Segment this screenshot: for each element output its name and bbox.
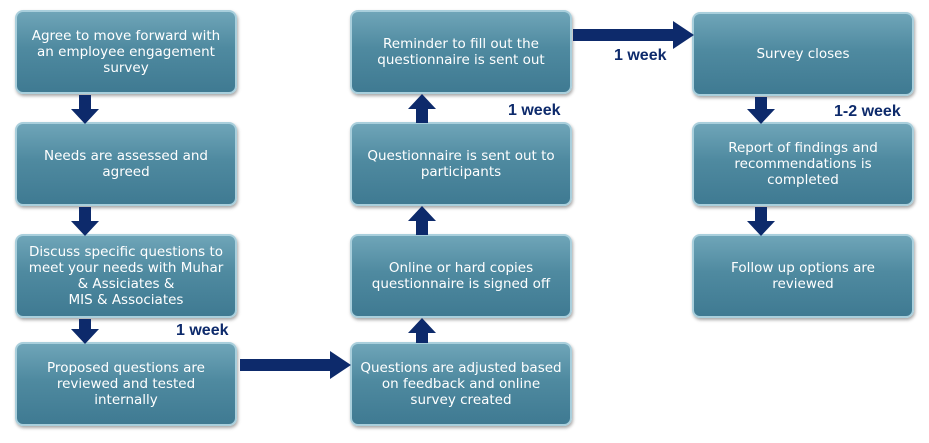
arrow-down-icon <box>71 207 99 236</box>
arrow-right-icon <box>573 21 694 49</box>
step-10: Report of findings and recommendations i… <box>692 122 914 206</box>
arrow-right-icon <box>240 351 351 379</box>
arrow-up-icon <box>408 318 436 343</box>
step-7: Questionnaire is sent out to participant… <box>350 122 572 206</box>
duration-label: 1-2 week <box>834 103 901 120</box>
arrow-down-icon <box>71 95 99 124</box>
step-4: Proposed questions are reviewed and test… <box>15 342 237 426</box>
step-5: Questions are adjusted based on feedback… <box>350 342 572 426</box>
duration-label: 1 week <box>614 47 667 64</box>
duration-label: 1 week <box>176 322 229 339</box>
step-3: Discuss specific questions to meet your … <box>15 234 237 318</box>
arrow-up-icon <box>408 206 436 235</box>
step-9: Survey closes <box>692 12 914 96</box>
arrow-down-icon <box>747 207 775 236</box>
step-2: Needs are assessed and agreed <box>15 122 237 206</box>
step-11: Follow up options are reviewed <box>692 234 914 318</box>
arrow-down-icon <box>747 97 775 124</box>
duration-label: 1 week <box>508 102 561 119</box>
step-6: Online or hard copies questionnaire is s… <box>350 234 572 318</box>
arrow-down-icon <box>71 319 99 344</box>
step-1: Agree to move forward with an employee e… <box>15 10 237 94</box>
arrow-up-icon <box>408 94 436 123</box>
step-8: Reminder to fill out the questionnaire i… <box>350 10 572 94</box>
